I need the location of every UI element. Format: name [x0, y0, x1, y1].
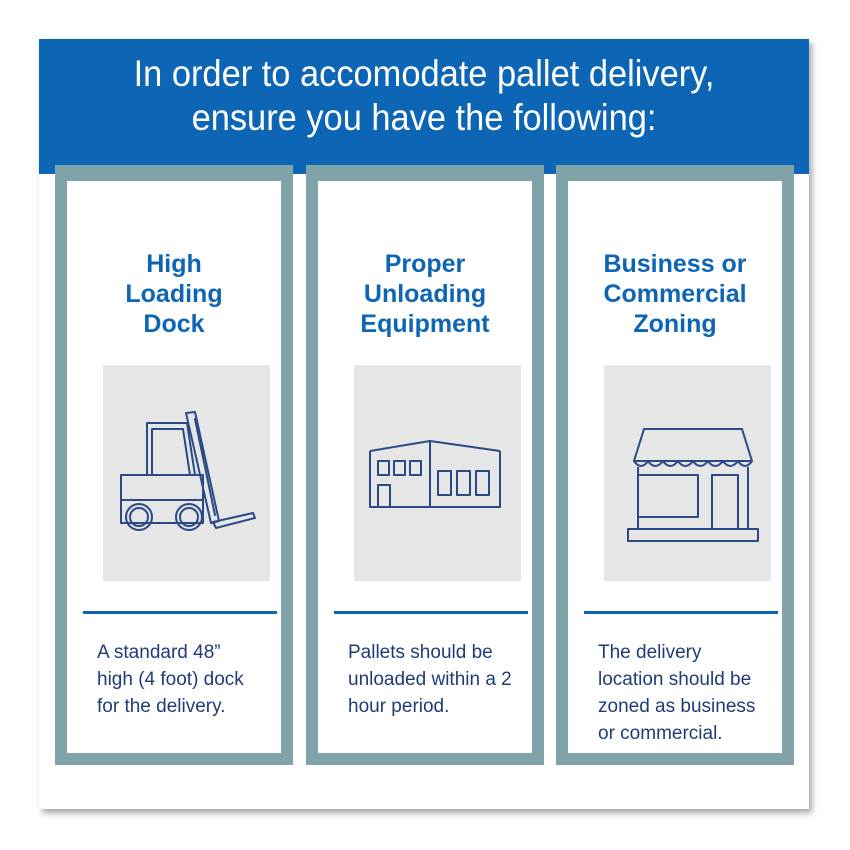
card-description: Pallets should be unloaded within a 2 ho… — [348, 639, 538, 720]
card-title-line: Proper — [384, 250, 466, 278]
card-unloading-equipment: Proper Unloading Equipment Pallets shoul… — [306, 165, 544, 765]
card-title-line: Loading — [125, 280, 223, 308]
divider-line — [334, 611, 528, 614]
divider-line — [584, 611, 778, 614]
description-line: or commercial. — [598, 723, 723, 744]
description-line: high (4 foot) dock — [97, 669, 244, 690]
card-title-line: Dock — [143, 310, 205, 338]
card-title: High Loading Dock — [67, 249, 281, 339]
card-title-line: High — [146, 250, 202, 278]
card-description: A standard 48” high (4 foot) dock for th… — [97, 639, 287, 720]
card-commercial-zoning: Business or Commercial Zoning The delive… — [556, 165, 794, 765]
description-line: unloaded within a 2 — [348, 669, 512, 690]
icon-panel — [103, 365, 270, 581]
card-description: The delivery location should be zoned as… — [598, 639, 788, 747]
card-title: Proper Unloading Equipment — [318, 249, 532, 339]
divider-line — [83, 611, 277, 614]
storefront-icon — [627, 428, 759, 542]
header-banner — [39, 39, 809, 174]
icon-panel — [354, 365, 521, 581]
description-line: location should be — [598, 669, 752, 690]
icon-panel — [604, 365, 771, 581]
card-title: Business or Commercial Zoning — [568, 249, 782, 339]
description-line: zoned as business — [598, 696, 756, 717]
description-line: The delivery — [598, 642, 702, 663]
card-title-line: Business or — [603, 250, 747, 278]
description-line: hour period. — [348, 696, 450, 717]
forklift-icon — [120, 411, 256, 531]
card-title-line: Zoning — [633, 310, 717, 338]
description-line: Pallets should be — [348, 642, 493, 663]
description-line: A standard 48” — [97, 642, 221, 663]
warehouse-icon — [369, 440, 501, 508]
description-line: for the delivery. — [97, 696, 226, 717]
card-title-line: Equipment — [360, 310, 490, 338]
card-title-line: Commercial — [603, 280, 747, 308]
banner-title-line-2: ensure you have the following: — [191, 97, 657, 138]
banner-title-line-1: In order to accomodate pallet delivery, — [133, 53, 715, 94]
card-loading-dock: High Loading Dock A standard 48” high (4… — [55, 165, 293, 765]
banner-title: In order to accomodate pallet delivery, … — [66, 52, 782, 140]
card-title-line: Unloading — [363, 280, 487, 308]
